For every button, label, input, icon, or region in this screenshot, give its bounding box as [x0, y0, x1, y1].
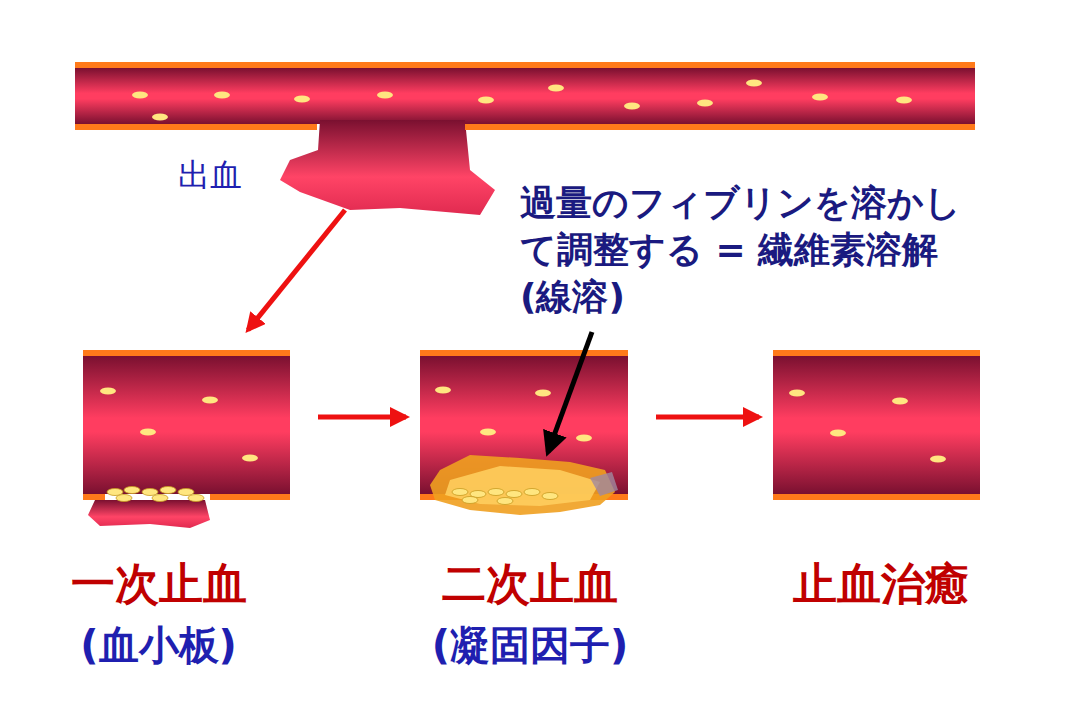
vessel-stage: 止血治癒 [773, 350, 980, 500]
callout-note: 過量のフィブリンを溶かし て調整する = 繊維素溶解 (線溶) [520, 180, 1000, 320]
stage-subheading: (血小板) [80, 618, 237, 673]
flow-arrow [248, 210, 345, 330]
flow-arrow [318, 415, 406, 420]
vessel-stage: 一次止血(血小板) [83, 350, 290, 500]
stage-heading: 一次止血 [71, 555, 247, 614]
stage-heading: 出血 [178, 154, 242, 198]
stage-heading: 止血治癒 [793, 555, 969, 614]
flow-arrow [656, 415, 759, 420]
stage-subheading: (凝固因子) [432, 618, 629, 673]
stage-heading: 二次止血 [442, 555, 618, 614]
vessel-stage: 二次止血(凝固因子) [420, 350, 628, 500]
